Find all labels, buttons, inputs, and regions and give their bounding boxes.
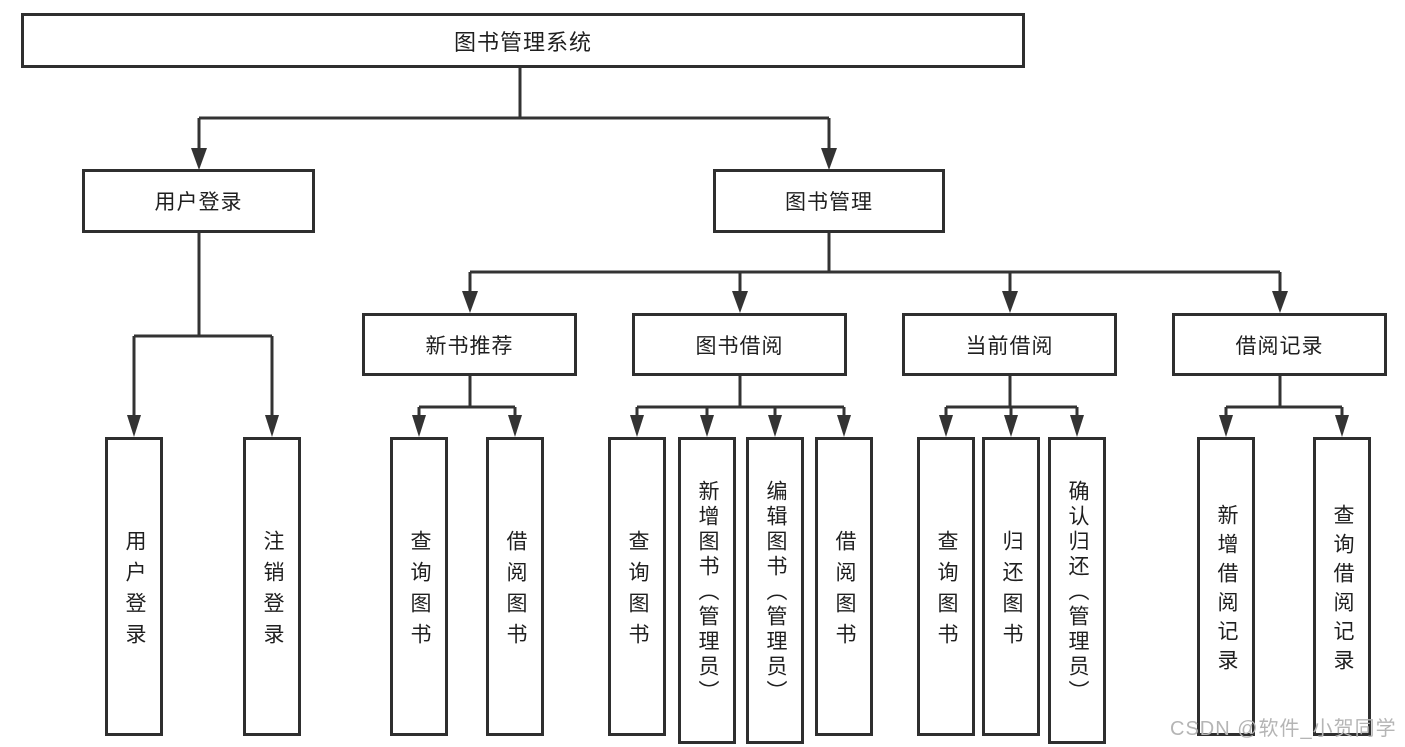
node-book-borrowing: 图书借阅 [632, 313, 847, 376]
leaf-logout-label: 注销登录 [261, 529, 284, 654]
leaf-confirm-return-admin: 确认归还（管理员） [1048, 437, 1106, 744]
leaf-query-borrow-record-label: 查询借阅记录 [1331, 503, 1354, 678]
leaf-add-borrow-record-label: 新增借阅记录 [1215, 503, 1238, 678]
node-borrowing-records-label: 借阅记录 [1235, 334, 1324, 358]
leaf-query-books-recommend: 查询图书 [390, 437, 448, 736]
node-new-book-recommend-label: 新书推荐 [425, 334, 514, 358]
leaf-return-books: 归还图书 [982, 437, 1040, 736]
leaf-query-books-current: 查询图书 [917, 437, 975, 736]
leaf-user-login-label: 用户登录 [123, 529, 146, 654]
leaf-return-books-label: 归还图书 [1000, 529, 1023, 654]
leaf-query-books-borrowing-label: 查询图书 [626, 529, 649, 654]
leaf-edit-books-admin: 编辑图书（管理员） [746, 437, 804, 744]
node-current-borrowing-label: 当前借阅 [965, 334, 1054, 358]
node-book-management: 图书管理 [713, 169, 945, 233]
node-book-management-label: 图书管理 [785, 191, 873, 214]
node-book-borrowing-label: 图书借阅 [695, 334, 784, 358]
node-root-label: 图书管理系统 [453, 29, 592, 55]
node-borrowing-records: 借阅记录 [1172, 313, 1387, 376]
leaf-logout: 注销登录 [243, 437, 301, 736]
node-user-login: 用户登录 [82, 169, 315, 233]
csdn-watermark: CSDN @软件_小贺同学 [1170, 718, 1397, 740]
node-new-book-recommend: 新书推荐 [362, 313, 577, 376]
leaf-borrow-books-borrowing-label: 借阅图书 [833, 529, 856, 654]
leaf-borrow-books-borrowing: 借阅图书 [815, 437, 873, 736]
leaf-borrow-books-recommend-label: 借阅图书 [504, 529, 527, 654]
arrowheads [127, 148, 1349, 437]
leaf-confirm-return-admin-label: 确认归还（管理员） [1066, 480, 1089, 705]
leaf-add-books-admin: 新增图书（管理员） [678, 437, 736, 744]
node-user-login-label: 用户登录 [154, 191, 243, 214]
node-current-borrowing: 当前借阅 [902, 313, 1117, 376]
leaf-query-books-current-label: 查询图书 [935, 529, 958, 654]
leaf-borrow-books-recommend: 借阅图书 [486, 437, 544, 736]
node-root: 图书管理系统 [21, 13, 1025, 68]
leaf-query-borrow-record: 查询借阅记录 [1313, 437, 1371, 736]
leaf-edit-books-admin-label: 编辑图书（管理员） [764, 480, 787, 705]
leaf-query-books-borrowing: 查询图书 [608, 437, 666, 736]
leaf-query-books-recommend-label: 查询图书 [408, 529, 431, 654]
leaf-add-books-admin-label: 新增图书（管理员） [696, 480, 719, 705]
leaf-add-borrow-record: 新增借阅记录 [1197, 437, 1255, 736]
leaf-user-login: 用户登录 [105, 437, 163, 736]
